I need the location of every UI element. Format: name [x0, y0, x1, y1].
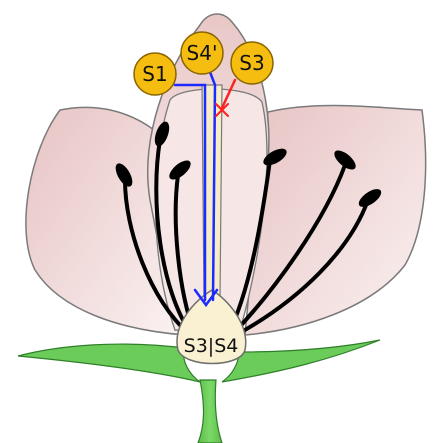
petals: [26, 14, 426, 335]
ovary-genotype-label: S3|S4: [184, 335, 239, 357]
pollen-grain-s3: S3: [231, 42, 273, 84]
right-petal: [245, 106, 426, 335]
pollen-label: S1: [142, 62, 167, 86]
pollen-label: S3: [239, 51, 264, 75]
stem: [198, 380, 222, 443]
pollen-grain-s4prime: S4': [181, 32, 223, 74]
left-leaf: [18, 344, 200, 382]
pollen-label: S4': [187, 41, 218, 65]
pollen-grain-s1: S1: [134, 53, 176, 95]
